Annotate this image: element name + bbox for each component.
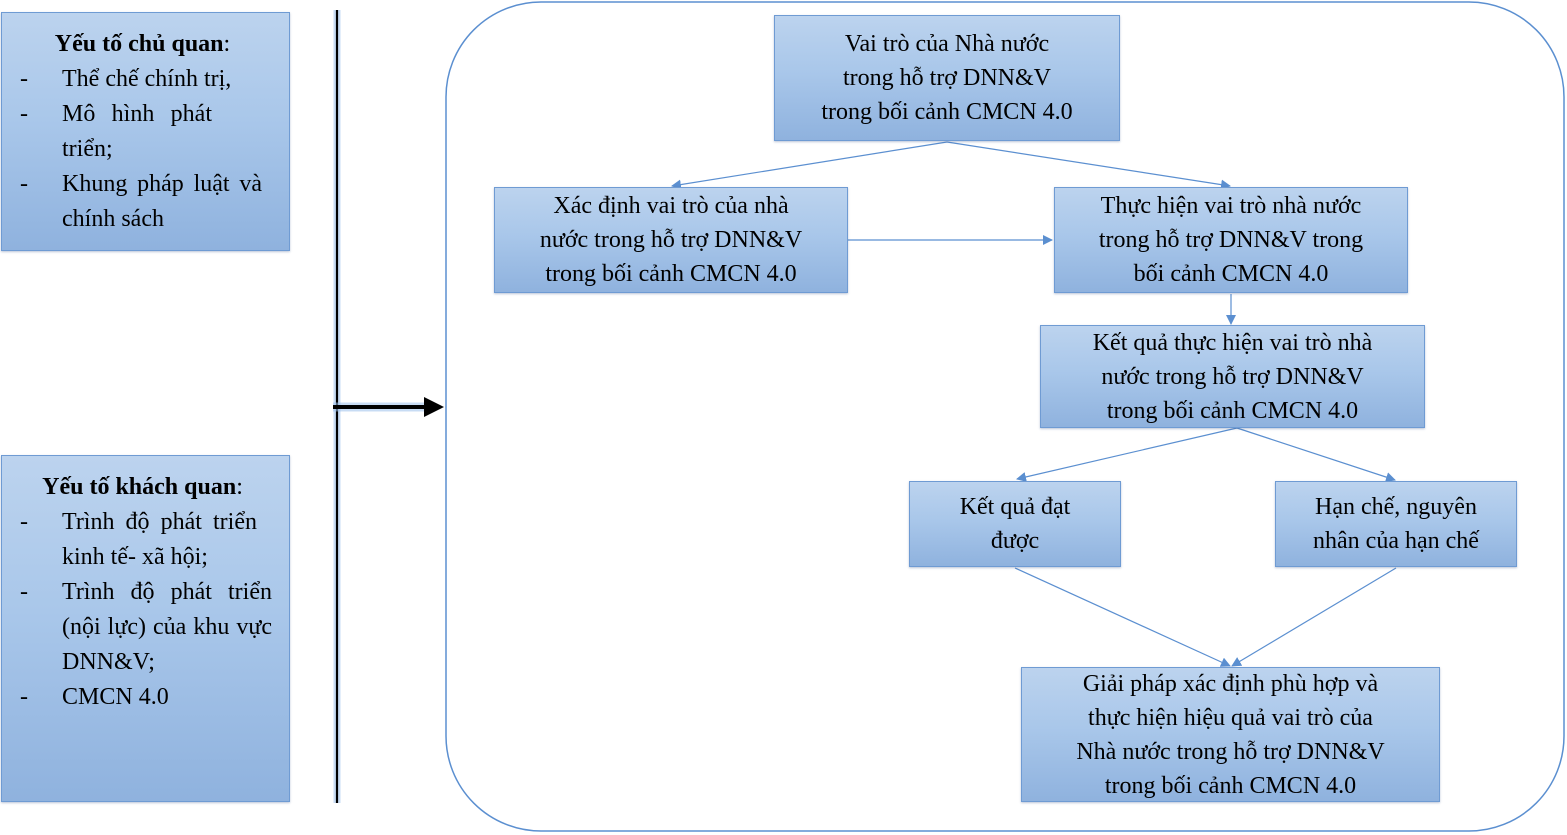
achieved-results-line-1: Kết quả đạt [959,494,1071,520]
limitations-box: Hạn chế, nguyên nhân của hạn chế [1275,481,1517,567]
implementation-result-line-1: Kết quả thực hiện vai trò nhà [1092,329,1373,356]
arrow-result-to-limitations [1236,427,1396,482]
state-role-line-2: trong hỗ trợ DNN&V [842,65,1051,91]
determine-role-line-1: Xác định vai trò của nhà [553,193,789,219]
solutions-line-1: Giải pháp xác định phù hợp và [1082,670,1379,697]
bullet-dash: - [20,171,28,197]
main-container-frame [445,1,1565,832]
objective-item-2: Trình độ phát triển (nội lực) của khu vự… [62,579,272,675]
arrow-result-to-achieved [1016,427,1238,482]
solutions-line-2: thực hiện hiệu quả vai trò của [1088,704,1373,731]
objective-factors-panel: Yếu tố khách quan: - Trình độ phát triển … [1,455,290,802]
list-item: - Trình độ phát triển (nội lực) của khu v… [16,575,272,680]
influence-arrow-head [424,397,444,417]
bullet-dash: - [20,101,28,127]
arrow-achieved-to-solutions [1014,567,1231,667]
limitations-line-2: nhân của hạn chế [1313,528,1479,554]
arrow-limitations-to-solutions [1231,567,1397,667]
state-role-line-3: trong bối cảnh CMCN 4.0 [821,99,1073,125]
list-item: - Khung pháp luật và chính sách [16,167,269,237]
objective-factors-list: - Trình độ phát triển kinh tế- xã hội; - T… [16,505,272,715]
list-item: - Thể chế chính trị, [16,62,269,97]
objective-title-colon: : [236,474,243,500]
objective-factors-title: Yếu tố khách quan: [16,470,269,505]
subjective-item-1: Thể chế chính trị, [62,66,232,92]
implement-role-box: Thực hiện vai trò nhà nước trong hỗ trợ … [1054,187,1408,293]
list-item: - Mô hình phát triển; [16,97,269,167]
bullet-dash: - [20,579,28,605]
solutions-line-3: Nhà nước trong hỗ trợ DNN&V [1076,738,1385,765]
bullet-dash: - [20,684,28,710]
limitations-line-1: Hạn chế, nguyên [1315,494,1477,520]
implement-role-line-1: Thực hiện vai trò nhà nước [1100,193,1362,219]
arrow-role-to-implement [946,141,1231,190]
bullet-dash: - [20,509,28,535]
achieved-results-line-2: được [990,528,1040,554]
arrow-role-to-determine [671,141,948,190]
implementation-result-box: Kết quả thực hiện vai trò nhà nước trong… [1040,325,1425,428]
subjective-title-text: Yếu tố chủ quan [54,31,224,57]
objective-item-3: CMCN 4.0 [62,684,169,710]
subjective-factors-list: - Thể chế chính trị, - Mô hình phát triển;… [16,62,269,237]
implementation-result-line-3: trong bối cảnh CMCN 4.0 [1106,397,1359,424]
subjective-title-colon: : [223,31,231,57]
list-item: - CMCN 4.0 [16,680,269,715]
subjective-item-3: Khung pháp luật và chính sách [62,171,262,232]
objective-title-text: Yếu tố khách quan [42,474,237,500]
implement-role-line-2: trong hỗ trợ DNN&V trong [1098,227,1364,253]
achieved-results-box: Kết quả đạt được [909,481,1121,567]
state-role-box: Vai trò của Nhà nước trong hỗ trợ DNN&V … [774,15,1120,141]
state-role-line-1: Vai trò của Nhà nước [844,31,1050,57]
solutions-box: Giải pháp xác định phù hợp và thực hiện … [1021,667,1440,802]
implementation-result-line-2: nước trong hỗ trợ DNN&V [1101,363,1364,390]
subjective-factors-panel: Yếu tố chủ quan: - Thể chế chính trị, - Mô… [1,12,290,251]
list-item: - Trình độ phát triển kinh tế- xã hội; [16,505,269,575]
implement-role-line-3: bối cảnh CMCN 4.0 [1133,261,1329,287]
subjective-item-2: Mô hình phát triển; [62,101,212,162]
determine-role-box: Xác định vai trò của nhà nước trong hỗ t… [494,187,848,293]
bullet-dash: - [20,66,28,92]
subjective-factors-title: Yếu tố chủ quan: [16,27,269,62]
objective-item-1: Trình độ phát triển kinh tế- xã hội; [62,509,257,570]
determine-role-line-2: nước trong hỗ trợ DNN&V [539,227,803,253]
solutions-line-4: trong bối cảnh CMCN 4.0 [1104,772,1357,799]
determine-role-line-3: trong bối cảnh CMCN 4.0 [545,261,797,287]
